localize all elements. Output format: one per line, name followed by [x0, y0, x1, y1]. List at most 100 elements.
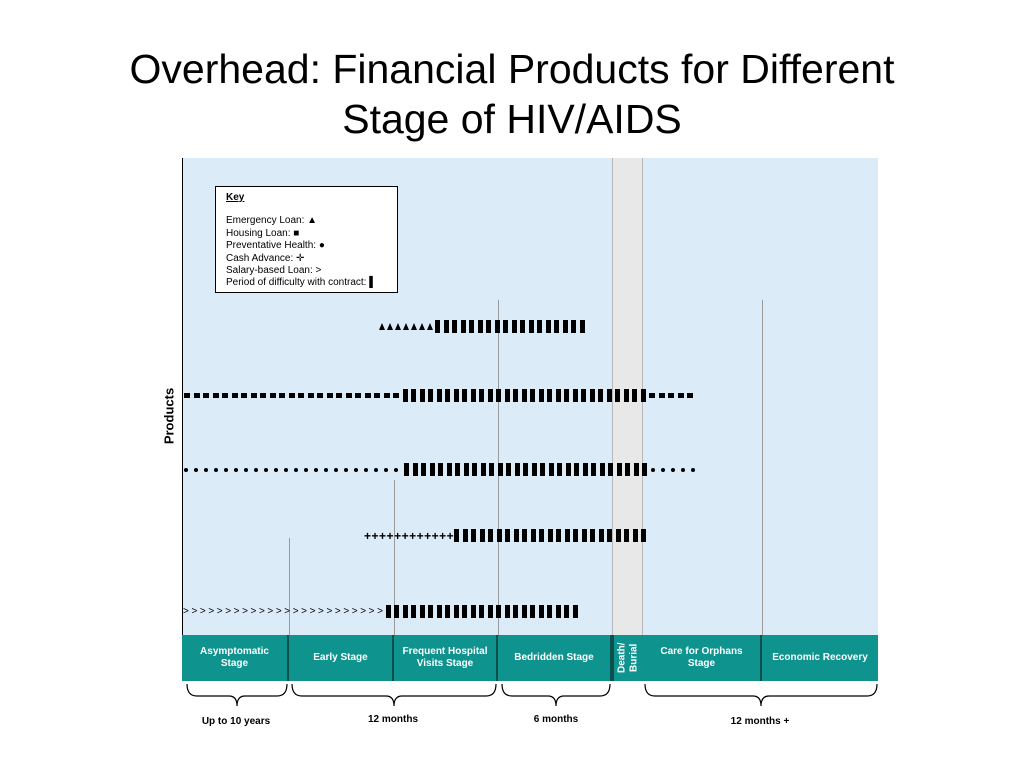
difficulty-bar-icon: [539, 529, 545, 543]
salary-loan-chevron-icon: >: [225, 605, 232, 617]
difficulty-bar-icon: [608, 463, 613, 477]
difficulty-bar-icon: [641, 529, 647, 543]
preventative-health-dot-icon: [194, 467, 198, 472]
stage-label: Death/ Burial: [616, 642, 640, 674]
difficulty-bar-icon: [572, 605, 578, 619]
difficulty-bar-icon: [606, 389, 612, 403]
difficulty-bar-icon: [582, 463, 588, 477]
difficulty-bar-icon: [462, 529, 468, 543]
difficulty-bar-icon: [547, 389, 552, 403]
emergency-loan-triangle-icon: [379, 323, 385, 331]
difficulty-bar-icon: [496, 605, 501, 619]
housing-loan-square-icon: [336, 393, 342, 399]
preventative-health-dot-icon: [660, 467, 665, 472]
difficulty-bar-icon: [479, 605, 484, 619]
duration-6-months: 6 months: [533, 714, 579, 725]
cash-advance-plus-icon: +: [416, 528, 424, 543]
duration-12-months: 12 months: [367, 714, 419, 725]
difficulty-bar-icon: [505, 529, 511, 543]
difficulty-bar-icon: [579, 320, 585, 334]
difficulty-bar-icon: [411, 605, 416, 619]
salary-loan-chevron-icon: >: [292, 605, 299, 617]
salary-loan-chevron-icon: >: [233, 605, 240, 617]
difficulty-bar-icon: [402, 605, 408, 619]
housing-loan-square-icon: [279, 393, 285, 399]
salary-loan-chevron-icon: >: [368, 605, 375, 617]
salary-loan-chevron-icon: >: [326, 605, 333, 617]
difficulty-bar-icon: [469, 320, 474, 334]
emergency-loan-triangle-icon: [427, 323, 433, 331]
preventative-health-dot-icon: [394, 467, 398, 472]
difficulty-bar-icon: [537, 320, 542, 334]
salary-loan-chevron-icon: >: [216, 605, 223, 617]
difficulty-bar-icon: [623, 389, 629, 403]
difficulty-bar-icon: [438, 463, 443, 477]
difficulty-bar-icon: [460, 320, 466, 334]
preventative-health-dot-icon: [334, 467, 338, 472]
housing-loan-square-icon: [231, 393, 238, 399]
housing-loan-square-icon: [677, 393, 684, 399]
difficulty-bar-icon: [514, 463, 520, 477]
y-axis-label: Products: [161, 387, 177, 445]
difficulty-bar-icon: [548, 463, 554, 477]
salary-loan-chevron-icon: >: [258, 605, 265, 617]
salary-loan-chevron-icon: >: [309, 605, 316, 617]
difficulty-bar-icon: [523, 463, 528, 477]
legend-item-salary-based-loan: Salary-based Loan: >: [226, 265, 322, 277]
difficulty-bar-icon: [640, 389, 646, 403]
housing-loan-square-icon: [364, 393, 371, 399]
housing-loan-square-icon: [307, 393, 314, 399]
difficulty-bar-icon: [487, 605, 493, 619]
preventative-health-dot-icon: [680, 467, 685, 472]
preventative-health-dot-icon: [304, 467, 308, 472]
salary-loan-chevron-icon: >: [343, 605, 350, 617]
preventative-health-dot-icon: [314, 467, 318, 472]
difficulty-bar-icon: [489, 463, 494, 477]
difficulty-bar-icon: [480, 463, 486, 477]
preventative-health-dot-icon: [184, 467, 188, 472]
salary-loan-chevron-icon: >: [208, 605, 215, 617]
difficulty-bar-icon: [538, 389, 544, 403]
housing-loan-square-icon: [222, 393, 228, 399]
product-row-housing-loan: [184, 388, 697, 404]
difficulty-bar-icon: [521, 389, 527, 403]
housing-loan-square-icon: [345, 393, 352, 399]
cash-advance-plus-icon: +: [386, 528, 394, 543]
stage-frequent-hospital-visits: Frequent Hospital Visits Stage: [394, 635, 498, 681]
difficulty-bar-icon: [402, 389, 408, 403]
salary-loan-chevron-icon: >: [191, 605, 198, 617]
preventative-health-dot-icon: [294, 467, 298, 472]
difficulty-bar-icon: [574, 463, 579, 477]
difficulty-bar-icon: [453, 389, 459, 403]
preventative-health-dot-icon: [690, 467, 695, 472]
preventative-health-dot-icon: [384, 467, 388, 472]
difficulty-bar-icon: [540, 463, 545, 477]
difficulty-bar-icon: [521, 605, 527, 619]
housing-loan-square-icon: [355, 393, 361, 399]
difficulty-bar-icon: [590, 529, 596, 543]
difficulty-bar-icon: [470, 389, 476, 403]
difficulty-bar-icon: [581, 529, 587, 543]
difficulty-bar-icon: [513, 389, 518, 403]
difficulty-bar-icon: [599, 463, 605, 477]
difficulty-bar-icon: [632, 389, 637, 403]
housing-loan-square-icon: [687, 393, 693, 399]
difficulty-bar-icon: [503, 320, 508, 334]
stage-asymptomatic: Asymptomatic Stage: [182, 635, 289, 681]
difficulty-bar-icon: [615, 529, 621, 543]
cash-advance-plus-icon: +: [394, 528, 402, 543]
slide-title: Overhead: Financial Products for Differe…: [0, 44, 1024, 144]
preventative-health-dot-icon: [244, 467, 248, 472]
difficulty-bar-icon: [421, 463, 426, 477]
difficulty-bar-icon: [429, 463, 435, 477]
salary-loan-chevron-icon: >: [267, 605, 274, 617]
emergency-loan-triangle-icon: [419, 323, 425, 331]
difficulty-bar-icon: [530, 389, 535, 403]
salary-loan-chevron-icon: >: [275, 605, 282, 617]
cash-advance-plus-icon: +: [424, 528, 432, 543]
difficulty-bar-icon: [642, 463, 647, 477]
legend-title: Key: [226, 192, 245, 203]
duration-12-months-plus: 12 months +: [730, 716, 790, 727]
housing-loan-square-icon: [393, 393, 399, 399]
housing-loan-square-icon: [250, 393, 257, 399]
